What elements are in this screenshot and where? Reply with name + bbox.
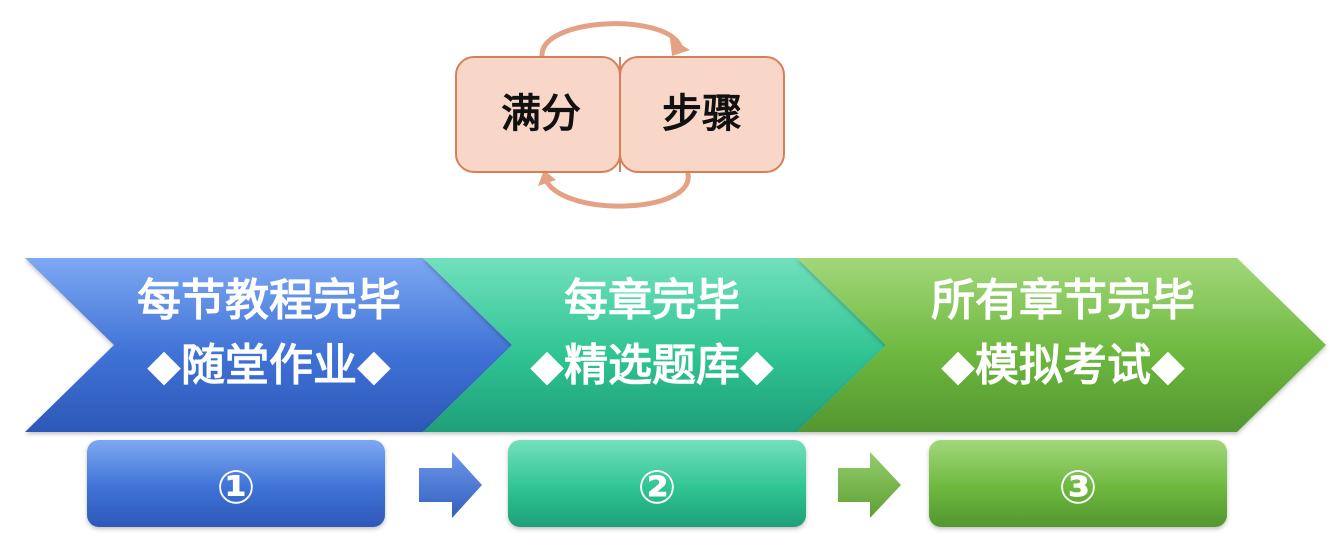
lower-loop-arrow [542, 171, 691, 209]
number-row: ① ② ③ [87, 440, 1227, 527]
stage-1-subtitle: ◆随堂作业◆ [147, 340, 391, 391]
top-left-label: 满分 [501, 91, 581, 137]
stage-2-number-box [508, 440, 806, 527]
loop-arrows [538, 21, 691, 209]
top-step-box: 满分 步骤 [455, 56, 785, 173]
chevrons: 每节教程完毕 ◆随堂作业◆ 每章完毕 ◆精选题库◆ 所有章节完毕 ◆模拟考试◆ [25, 258, 1326, 432]
stage-3-subtitle: ◆模拟考试◆ [941, 340, 1185, 391]
stage-1-title: 每节教程完毕 [137, 275, 401, 326]
top-right-label: 步骤 [662, 91, 742, 137]
stage-3-title: 所有章节完毕 [931, 275, 1195, 326]
upper-loop-arrow [539, 21, 683, 59]
upper-loop-arrowhead [670, 38, 690, 56]
stage-2-title: 每章完毕 [564, 275, 740, 326]
stage-1-number-box [87, 440, 385, 527]
stage-2-chevron [423, 258, 886, 432]
stage-1-number: ① [217, 460, 256, 514]
arrow-1-to-2 [419, 452, 482, 518]
stage-2-subtitle: ◆精选题库◆ [530, 340, 774, 391]
stage-3-number: ③ [1059, 460, 1098, 514]
lower-loop-arrowhead [538, 170, 556, 186]
stage-3-number-box [929, 440, 1227, 527]
stage-3-chevron [797, 258, 1326, 432]
stage-2-number: ② [638, 460, 677, 514]
arrow-2-to-3 [838, 452, 901, 518]
stage-1-chevron [25, 258, 512, 432]
